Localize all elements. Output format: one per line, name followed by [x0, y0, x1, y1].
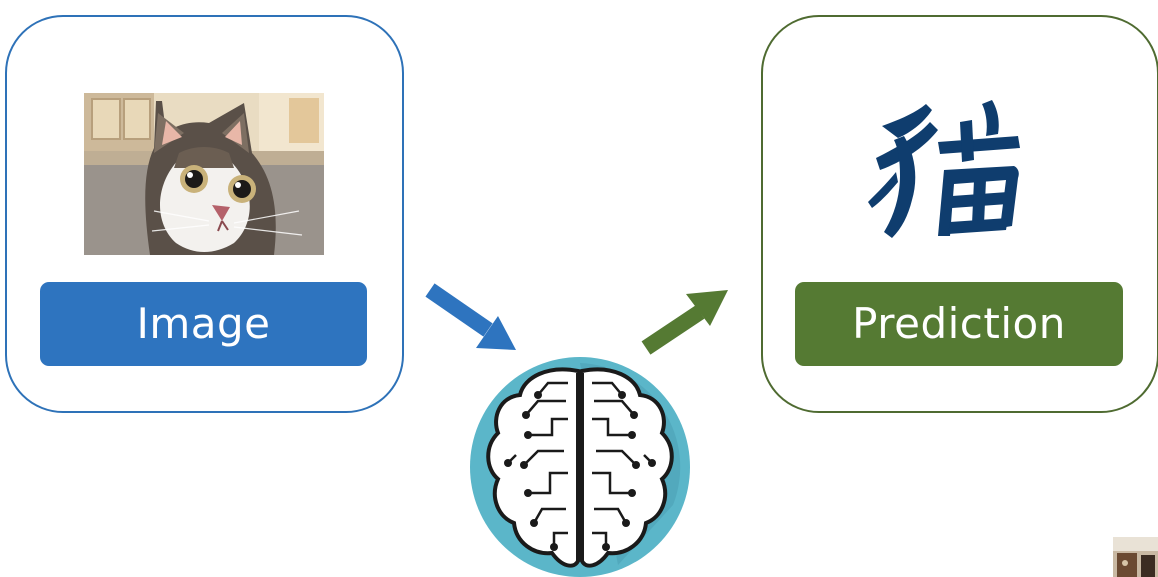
prediction-label: Prediction — [795, 282, 1123, 366]
cat-photo — [84, 93, 324, 255]
arrow-to-model-icon — [425, 283, 516, 350]
image-label: Image — [40, 282, 367, 366]
webcam-thumbnail — [1113, 537, 1158, 577]
cat-photo-image — [84, 93, 324, 255]
chinese-character-cat-icon — [868, 96, 1028, 246]
arrow-to-prediction-icon — [641, 290, 728, 355]
brain-circuit-icon — [468, 355, 692, 577]
